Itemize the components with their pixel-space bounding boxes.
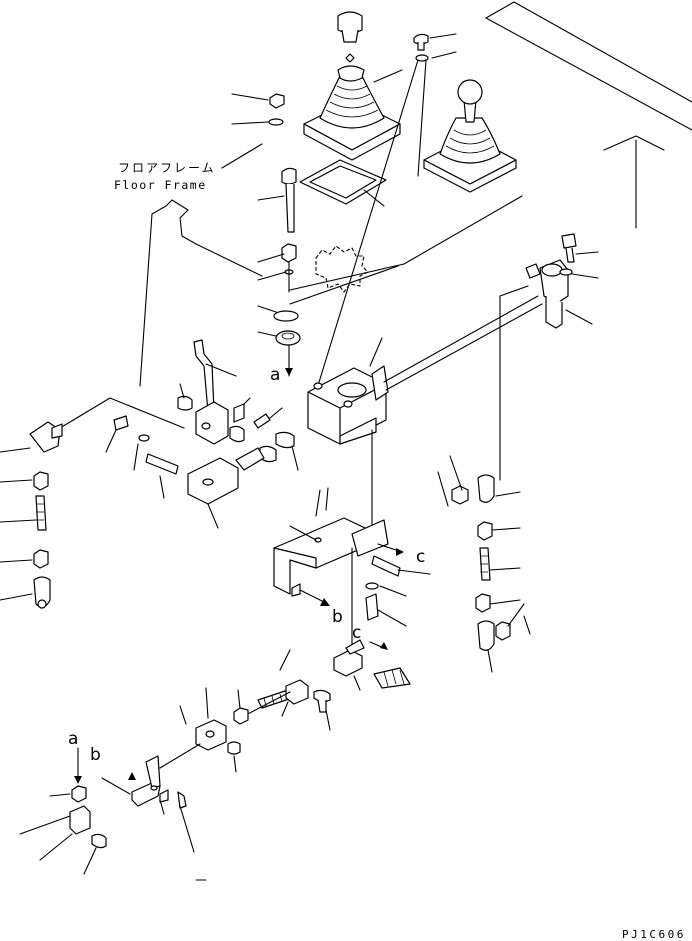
mount-bolt-stack: a <box>270 167 301 385</box>
main-bracket <box>307 295 543 533</box>
callout-c-upper: c <box>416 547 425 567</box>
top-hardware <box>268 33 429 393</box>
callout-a-bottom: a <box>68 729 78 749</box>
bottom-clevis-assembly: b a <box>19 687 249 881</box>
left-rod-assembly <box>0 397 185 609</box>
leader-lines <box>231 33 599 337</box>
lower-link: c <box>239 623 411 731</box>
callout-b-right: b <box>332 607 343 627</box>
callout-c-lower: c <box>352 623 361 643</box>
lever-boot <box>303 65 401 161</box>
shift-lever-arm <box>177 339 299 471</box>
floor-frame-label-jp: フロアフレーム <box>118 161 216 175</box>
reference-lever-assembly <box>423 79 517 193</box>
lower-bracket: b c <box>273 487 431 669</box>
floor-frame-outline <box>139 1 692 387</box>
upper-right-joint <box>499 233 577 481</box>
control-lever-knob <box>337 11 363 63</box>
callout-a-top: a <box>270 365 280 385</box>
drawing-code: PJ1C606 <box>622 928 686 941</box>
lever-plate-gasket <box>299 159 387 205</box>
right-rod-assembly <box>437 455 531 673</box>
callout-b-left: b <box>90 745 101 765</box>
floor-frame-label: フロアフレーム Floor Frame <box>114 143 263 192</box>
floor-frame-label-en: Floor Frame <box>114 178 207 192</box>
middle-yoke <box>105 415 265 529</box>
